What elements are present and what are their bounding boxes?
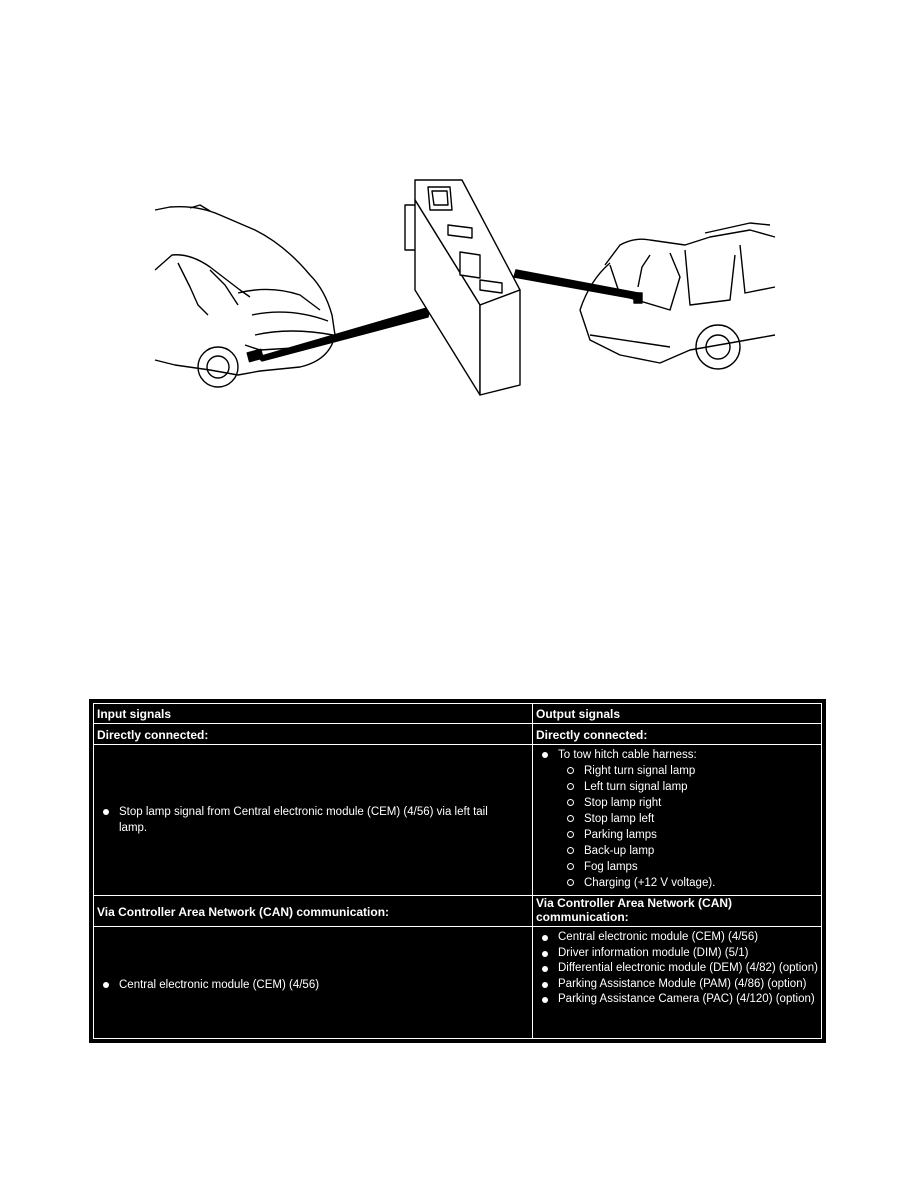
list-item: Differential electronic module (DEM) (4/… [536, 961, 826, 977]
column-divider [532, 704, 533, 1038]
row-divider [94, 723, 821, 724]
input-can-cell: Central electronic module (CEM) (4/56) [97, 977, 517, 993]
control-module-illustration [404, 179, 521, 396]
input-direct-heading: Directly connected: [97, 728, 209, 742]
input-can-heading: Via Controller Area Network (CAN) commun… [97, 905, 390, 919]
output-direct-heading: Directly connected: [536, 728, 648, 742]
row-divider [94, 926, 821, 927]
list-item: To tow hitch cable harness: Right turn s… [536, 747, 826, 891]
sub-list-item: Right turn signal lamp [564, 763, 826, 779]
sub-list-item: Left turn signal lamp [564, 779, 826, 795]
sub-list-item: Charging (+12 V voltage). [564, 875, 826, 891]
table-frame: Input signals Output signals Directly co… [93, 703, 822, 1039]
list-item: Central electronic module (CEM) (4/56) [97, 977, 517, 993]
output-direct-lead: To tow hitch cable harness: [558, 749, 697, 761]
output-can-cell: Central electronic module (CEM) (4/56) D… [536, 930, 826, 1008]
wagon-illustration [579, 222, 776, 370]
input-signals-header: Input signals [97, 707, 172, 721]
tow-module-illustration [154, 179, 776, 396]
sub-list-item: Parking lamps [564, 827, 826, 843]
list-item: Stop lamp signal from Central electronic… [97, 804, 517, 836]
output-direct-cell: To tow hitch cable harness: Right turn s… [536, 747, 826, 891]
input-direct-cell: Stop lamp signal from Central electronic… [97, 804, 517, 836]
output-signals-header: Output signals [536, 707, 620, 721]
row-divider [94, 895, 821, 896]
list-item: Parking Assistance Camera (PAC) (4/120) … [536, 992, 826, 1008]
sedan-illustration [154, 204, 336, 388]
sub-list-item: Back-up lamp [564, 843, 826, 859]
sub-list-item: Stop lamp right [564, 795, 826, 811]
list-item: Driver information module (DIM) (5/1) [536, 946, 826, 962]
list-item: Parking Assistance Module (PAM) (4/86) (… [536, 977, 826, 993]
signal-table: Input signals Output signals Directly co… [89, 699, 826, 1043]
list-item: Central electronic module (CEM) (4/56) [536, 930, 826, 946]
output-can-heading: Via Controller Area Network (CAN) commun… [536, 896, 733, 924]
sub-list-item: Fog lamps [564, 859, 826, 875]
sub-list-item: Stop lamp left [564, 811, 826, 827]
row-divider [94, 744, 821, 745]
